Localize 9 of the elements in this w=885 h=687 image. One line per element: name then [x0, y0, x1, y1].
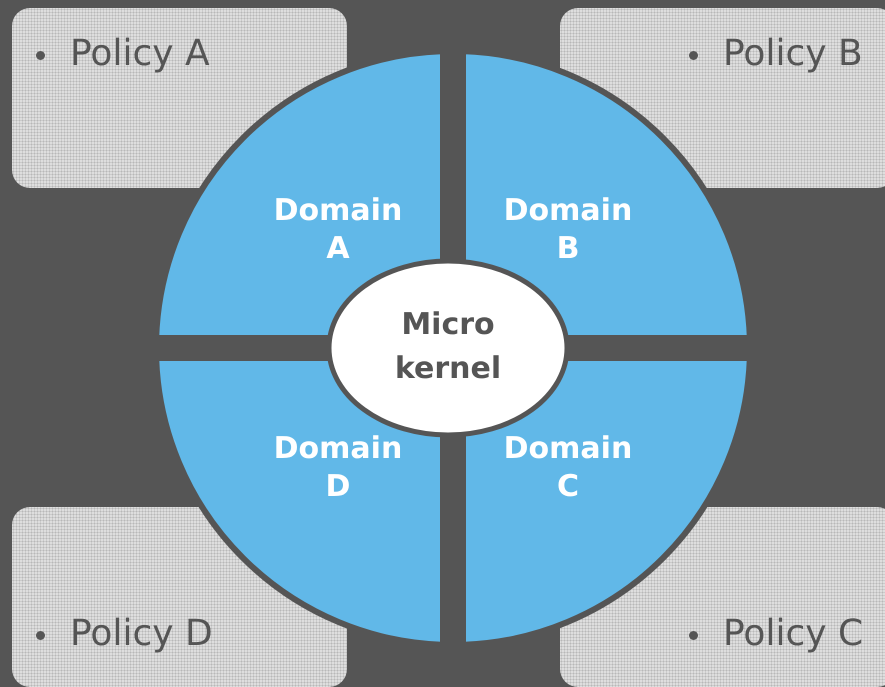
kernel-label: Micro kernel — [394, 306, 502, 388]
domain-label: Domain C — [502, 430, 634, 506]
policy-label: Policy B — [723, 32, 863, 76]
policy-label: Policy A — [70, 32, 210, 76]
domain-label: Domain D — [272, 430, 404, 506]
policy-label: Policy D — [70, 612, 213, 656]
domain-label: Domain B — [502, 192, 634, 268]
domain-label: Domain A — [272, 192, 404, 268]
policy-label: Policy C — [723, 612, 864, 656]
